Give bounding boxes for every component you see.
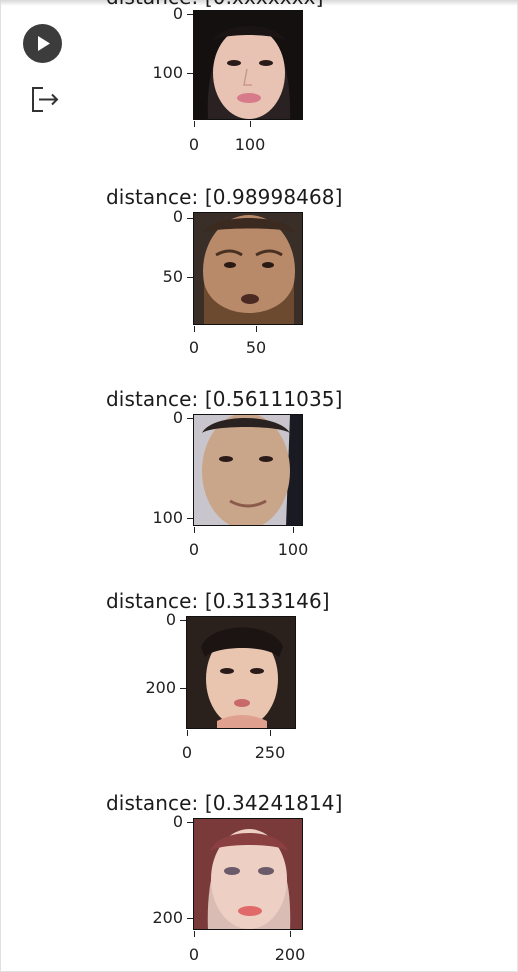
y-tick-label: 100 — [152, 508, 183, 527]
x-tick — [194, 326, 195, 332]
face-image — [193, 212, 303, 325]
face-plot-1: distance: [0.xxxxxxx] 0 100 0 100 — [85, 0, 505, 166]
plot-title: distance: [0.34241814] — [106, 791, 343, 815]
x-tick — [194, 121, 195, 127]
run-cell-button[interactable] — [23, 24, 62, 63]
y-tick — [187, 822, 193, 823]
x-tick — [293, 527, 294, 533]
x-tick-label: 200 — [274, 945, 306, 964]
x-tick-label: 0 — [181, 743, 193, 762]
play-icon — [38, 36, 50, 51]
x-tick-label: 0 — [188, 338, 200, 357]
y-tick — [187, 73, 193, 74]
y-tick — [187, 277, 193, 278]
y-tick — [180, 620, 186, 621]
cell-top-edge — [0, 0, 518, 6]
x-tick — [194, 931, 195, 937]
x-tick-label: 100 — [234, 135, 266, 154]
x-tick — [250, 121, 251, 127]
y-tick-label: 0 — [172, 408, 183, 427]
y-tick-label: 0 — [172, 207, 183, 226]
y-tick-label: 0 — [172, 4, 183, 23]
y-tick — [180, 688, 186, 689]
face-plot-5: distance: [0.34241814] 0 200 0 200 — [85, 790, 505, 970]
face-image — [193, 414, 303, 526]
x-tick — [256, 326, 257, 332]
x-tick-label: 0 — [188, 540, 200, 559]
face-image — [186, 616, 296, 729]
y-tick — [187, 518, 193, 519]
y-tick-label: 200 — [152, 908, 183, 927]
x-tick-label: 0 — [188, 945, 200, 964]
face-plot-2: distance: [0.98998468] 0 50 0 50 — [85, 184, 505, 364]
x-tick-label: 250 — [254, 743, 286, 762]
y-tick-label: 200 — [145, 678, 176, 697]
y-tick — [187, 918, 193, 919]
plot-title: distance: [0.3133146] — [106, 589, 330, 613]
y-tick-label: 0 — [172, 812, 183, 831]
face-plot-4: distance: [0.3133146] 0 200 0 250 — [85, 588, 505, 768]
plot-title: distance: [0.56111035] — [106, 387, 343, 411]
y-tick-label: 50 — [162, 267, 183, 286]
y-tick — [187, 418, 193, 419]
output-exit-icon[interactable] — [30, 86, 62, 118]
x-tick — [187, 730, 188, 736]
face-image — [193, 10, 303, 120]
face-plot-3: distance: [0.56111035] 0 100 0 100 — [85, 386, 505, 566]
plot-title: distance: [0.xxxxxxx] — [106, 0, 323, 8]
y-tick — [187, 218, 193, 219]
cell-output: distance: [0.xxxxxxx] 0 100 0 100 distan… — [85, 0, 505, 972]
x-tick — [290, 931, 291, 937]
x-tick — [194, 527, 195, 533]
face-image — [193, 818, 303, 930]
plot-title: distance: [0.98998468] — [106, 185, 343, 209]
x-tick — [270, 730, 271, 736]
y-tick-label: 0 — [165, 610, 176, 629]
x-tick-label: 50 — [245, 338, 267, 357]
x-tick-label: 100 — [277, 540, 309, 559]
x-tick-label: 0 — [188, 135, 200, 154]
y-tick-label: 100 — [152, 63, 183, 82]
y-tick — [187, 14, 193, 15]
